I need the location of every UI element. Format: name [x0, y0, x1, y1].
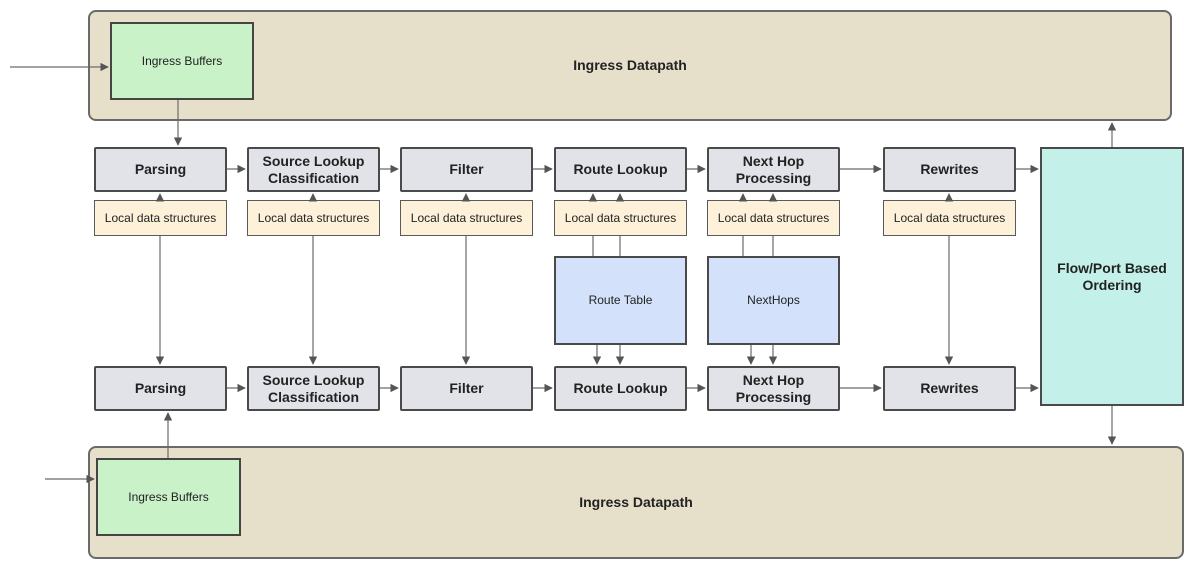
- local-data-structures: Local data structures: [94, 200, 227, 236]
- nexthops-table: NextHops: [707, 256, 840, 345]
- nexthops-label: NextHops: [747, 293, 800, 308]
- stage-label: Source Lookup Classification: [262, 371, 365, 405]
- stage-label: Next Hop Processing: [735, 371, 812, 405]
- route-table-label: Route Table: [588, 293, 653, 308]
- bottom-stage-next-hop: Next Hop Processing: [707, 366, 840, 411]
- stage-label: Next Hop Processing: [735, 152, 812, 186]
- stage-label: Parsing: [134, 380, 187, 397]
- bottom-ingress-datapath: Ingress Datapath: [88, 446, 1184, 559]
- top-stage-route-lookup: Route Lookup: [554, 147, 687, 192]
- ordering-label: Flow/Port Based Ordering: [1057, 259, 1167, 293]
- stage-label: Filter: [449, 161, 484, 178]
- stage-label: Parsing: [134, 161, 187, 178]
- top-stage-parsing: Parsing: [94, 147, 227, 192]
- flow-port-ordering: Flow/Port Based Ordering: [1040, 147, 1184, 406]
- bottom-stage-route-lookup: Route Lookup: [554, 366, 687, 411]
- stage-label: Filter: [449, 380, 484, 397]
- stage-label: Rewrites: [920, 380, 979, 397]
- bottom-stage-parsing: Parsing: [94, 366, 227, 411]
- bottom-buffers-label: Ingress Buffers: [128, 489, 209, 504]
- top-stage-next-hop: Next Hop Processing: [707, 147, 840, 192]
- local-label: Local data structures: [104, 210, 217, 225]
- bottom-datapath-label: Ingress Datapath: [579, 494, 693, 511]
- top-stage-source-lookup: Source Lookup Classification: [247, 147, 380, 192]
- local-data-structures: Local data structures: [883, 200, 1016, 236]
- local-label: Local data structures: [564, 210, 677, 225]
- stage-label: Route Lookup: [573, 161, 668, 178]
- route-table: Route Table: [554, 256, 687, 345]
- bottom-stage-rewrites: Rewrites: [883, 366, 1016, 411]
- top-stage-filter: Filter: [400, 147, 533, 192]
- local-label: Local data structures: [257, 210, 370, 225]
- local-label: Local data structures: [410, 210, 523, 225]
- bottom-stage-source-lookup: Source Lookup Classification: [247, 366, 380, 411]
- top-datapath-label: Ingress Datapath: [573, 57, 687, 74]
- top-buffers-label: Ingress Buffers: [141, 53, 223, 68]
- bottom-stage-filter: Filter: [400, 366, 533, 411]
- top-stage-rewrites: Rewrites: [883, 147, 1016, 192]
- stage-label: Source Lookup Classification: [262, 152, 365, 186]
- stage-label: Rewrites: [920, 161, 979, 178]
- local-data-structures: Local data structures: [554, 200, 687, 236]
- bottom-ingress-buffers: Ingress Buffers: [96, 458, 241, 536]
- local-label: Local data structures: [893, 210, 1006, 225]
- top-ingress-buffers: Ingress Buffers: [110, 22, 254, 100]
- top-ingress-datapath: Ingress Datapath: [88, 10, 1172, 121]
- stage-label: Route Lookup: [573, 380, 668, 397]
- local-data-structures: Local data structures: [400, 200, 533, 236]
- local-data-structures: Local data structures: [707, 200, 840, 236]
- local-label: Local data structures: [717, 210, 830, 225]
- local-data-structures: Local data structures: [247, 200, 380, 236]
